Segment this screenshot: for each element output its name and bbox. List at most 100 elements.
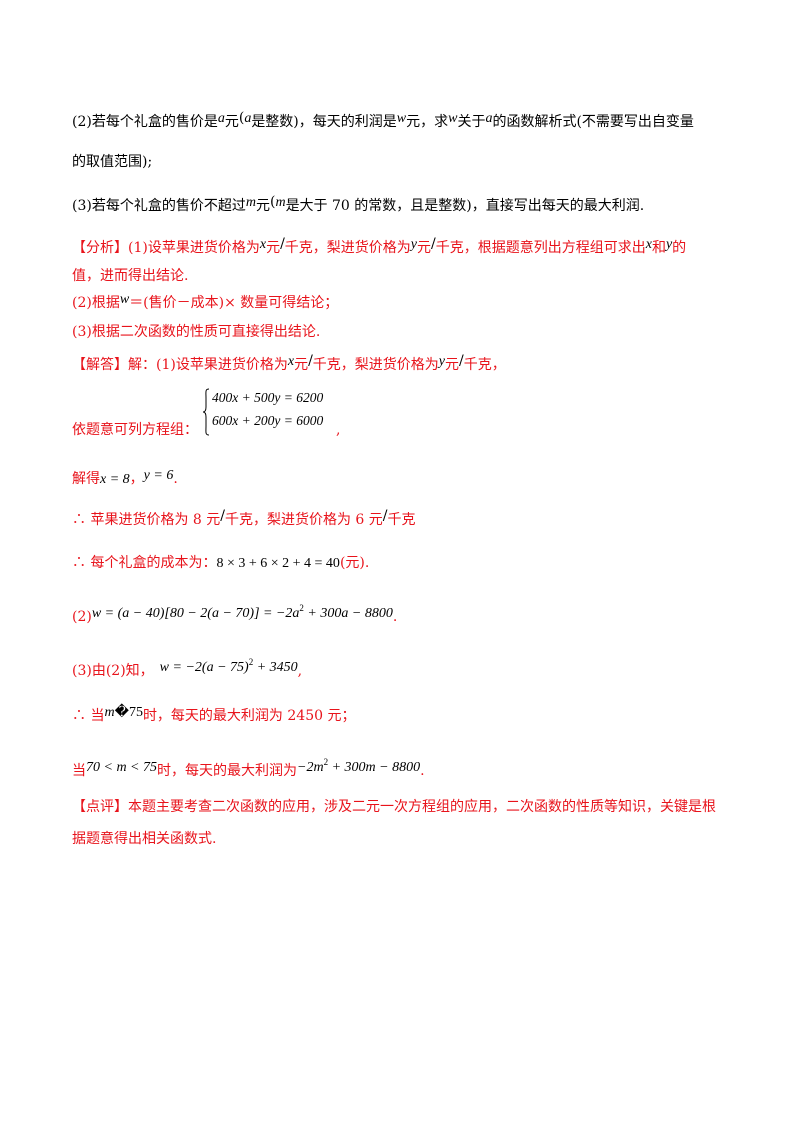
solution-text: 解得 — [72, 471, 100, 487]
solution-text: 千克， — [463, 357, 506, 373]
solution-text: , — [297, 663, 303, 679]
solution-system-label: 依题意可列方程组：, — [72, 420, 340, 440]
analysis-text: 元 — [417, 240, 431, 256]
slash: / — [280, 236, 285, 252]
slash: / — [459, 353, 464, 369]
q2-text: (2)若每个礼盒的售价是 — [72, 114, 218, 130]
q2-text: 的取值范围); — [72, 154, 153, 170]
analysis-text: 和 — [651, 240, 666, 256]
formula-part: −2m — [297, 760, 324, 775]
comment-text: 据题意得出相关函数式. — [72, 831, 217, 847]
question-3: (3)若每个礼盒的售价不超过m元(m是大于 70 的常数，且是整数)，直接写出每… — [72, 194, 645, 217]
analysis-text: (2)根据 — [72, 295, 120, 311]
analysis-text: 的 — [672, 240, 687, 256]
solution-text: 千克，梨进货价格为 6 元 — [224, 512, 383, 528]
solution-text: , — [336, 422, 341, 438]
q2-text: 的函数解析式(不需要写出自变量 — [492, 114, 694, 130]
profit-formula: w = (a − 40)[80 − 2(a − 70)] = −2a2 + 30… — [91, 603, 393, 621]
solution-text: 千克 — [387, 512, 416, 528]
var-y: y — [438, 354, 445, 369]
var-x: x — [645, 237, 652, 252]
solution-text: 时，每天的最大利润为 — [157, 763, 298, 779]
solution-text: 千克，梨进货价格为 — [312, 357, 439, 373]
question-2-line-1: (2)若每个礼盒的售价是a元(a是整数)，每天的利润是w元，求w关于a的函数解析… — [72, 110, 694, 133]
solution-text: ∴ 苹果进货价格为 8 元 — [72, 512, 221, 528]
solution-text: 元 — [294, 357, 309, 373]
q2-text: 元，求 — [406, 114, 449, 130]
brace-icon — [202, 388, 210, 436]
var-y: y — [410, 237, 417, 252]
comment-line-1: 【点评】本题主要考查二次函数的应用，涉及二元一次方程组的应用，二次函数的性质等知… — [72, 797, 716, 817]
q2-text: 是整数)，每天的利润是 — [251, 114, 397, 130]
analysis-text: (3)根据二次函数的性质可直接得出结论. — [72, 324, 321, 340]
solution-part-3: (3)由(2)知， w = −2(a − 75)2 + 3450, — [72, 656, 302, 682]
equation-row-1: 400x + 500y = 6200 — [212, 390, 324, 405]
analysis-text: (1)设苹果进货价格为 — [128, 240, 260, 256]
unknown-glyph: � — [114, 704, 129, 720]
var-w: w — [396, 111, 407, 126]
analysis-line-2: 值，进而得出结论. — [72, 266, 188, 286]
var-m: m — [104, 705, 115, 720]
var-a: a — [485, 111, 493, 126]
analysis-line-3: (2)根据w＝(售价－成本)× 数量可得结论； — [72, 292, 339, 314]
analysis-text: 千克，根据题意列出方程组可求出 — [435, 240, 646, 256]
analysis-label: 【分析】 — [72, 240, 128, 256]
solution-text: ∴ 当 — [72, 708, 105, 724]
max-profit-formula: −2m2 + 300m − 8800 — [297, 757, 421, 775]
analysis-text: 值，进而得出结论. — [72, 268, 189, 284]
var-a: a — [244, 111, 252, 126]
solution-text: 解：(1)设苹果进货价格为 — [128, 357, 288, 373]
solution-therefore-1: ∴ 苹果进货价格为 8 元/千克，梨进货价格为 6 元/千克 — [72, 508, 416, 530]
paren: ( — [238, 110, 245, 126]
solution-therefore-2: ∴ 每个礼盒的成本为：8 × 3 + 6 × 2 + 4 = 40(元). — [72, 553, 369, 574]
formula-part: + 3450 — [253, 660, 298, 675]
comment-text: 本题主要考查二次函数的应用，涉及二元一次方程组的应用，二次函数的性质等知识，关键… — [128, 799, 716, 815]
q2-text: 关于 — [457, 114, 486, 130]
solution-text: 时，每天的最大利润为 2450 元； — [142, 708, 356, 724]
var-y: y — [665, 237, 673, 252]
analysis-line-4: (3)根据二次函数的性质可直接得出结论. — [72, 322, 320, 342]
slash: / — [382, 508, 388, 524]
equation-row-2: 600x + 200y = 6000 — [212, 413, 324, 428]
slash: / — [220, 508, 225, 524]
question-2-line-2: 的取值范围); — [72, 152, 152, 172]
solution-text: ∴ 每个礼盒的成本为： — [72, 555, 217, 571]
solution-case-2: 当70 < m < 75时，每天的最大利润为−2m2 + 300m − 8800… — [72, 756, 425, 782]
equation-system: 400x + 500y = 6200 600x + 200y = 6000 — [202, 388, 342, 436]
formula-part: + 300a − 8800 — [303, 606, 393, 621]
analysis-text: ＝(售价－成本)× 数量可得结论； — [129, 295, 339, 311]
formula-part: w = −2(a − 75) — [159, 660, 249, 675]
solution-text: 依题意可列方程组： — [72, 422, 198, 438]
var-m: m — [245, 195, 256, 210]
solution-text: . — [392, 609, 398, 625]
vertex-formula: w = −2(a − 75)2 + 3450 — [159, 657, 298, 675]
analysis-text: 元 — [266, 240, 281, 256]
solution-text: (3)由(2)知， — [72, 663, 154, 679]
formula-part: w = (a − 40)[80 − 2(a − 70)] = −2a — [91, 606, 300, 621]
cost-formula: 8 × 3 + 6 × 2 + 4 = 40 — [216, 556, 340, 571]
formula-exponent: 2 — [248, 657, 254, 667]
slash: / — [431, 236, 436, 252]
solution-text: (元) — [339, 555, 365, 571]
solution-part-2: (2)w = (a − 40)[80 − 2(a − 70)] = −2a2 +… — [72, 602, 397, 628]
comment-label: 【点评】 — [72, 799, 128, 815]
q3-text: (3)若每个礼盒的售价不超过 — [72, 198, 246, 214]
formula-part: + 300m − 8800 — [328, 760, 421, 775]
solution-text: . — [364, 555, 370, 571]
case-range: 70 < m < 75 — [86, 760, 158, 775]
analysis-line-1: 【分析】(1)设苹果进货价格为x元/千克，梨进货价格为y元/千克，根据题意列出方… — [72, 236, 687, 259]
comment-line-2: 据题意得出相关函数式. — [72, 829, 216, 849]
slash: / — [308, 353, 313, 369]
solve-y: y = 6 — [143, 468, 174, 483]
solution-case-1: ∴ 当m�75时，每天的最大利润为 2450 元； — [72, 704, 356, 727]
formula-exponent: 2 — [299, 603, 304, 613]
var-x: x — [287, 354, 295, 369]
solution-text: . — [173, 471, 178, 487]
var-a: a — [217, 111, 225, 126]
q2-text: 元 — [224, 114, 239, 130]
solution-text: ， — [129, 471, 144, 487]
solution-text: . — [420, 763, 425, 779]
q3-text: 是大于 70 的常数，且是整数)，直接写出每天的最大利润. — [285, 198, 645, 214]
solution-text: 当 — [72, 763, 86, 779]
solution-label: 【解答】 — [72, 357, 128, 373]
